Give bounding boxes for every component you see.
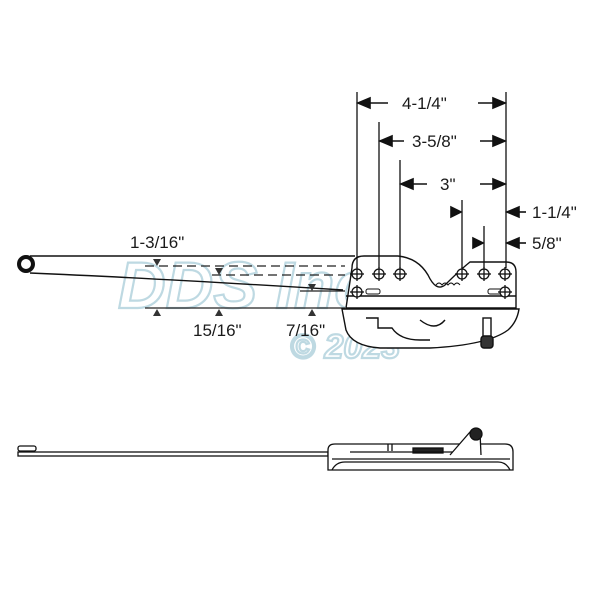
mounting-hole-icon (350, 285, 364, 299)
mounting-hole-icon (498, 285, 512, 299)
dim-label-3-5-8: 3-5/8" (412, 132, 457, 151)
mounting-hole-icon (455, 267, 469, 281)
mounting-hole-icon (372, 267, 386, 281)
mounting-hole-icon (350, 267, 364, 281)
arm-ring-icon (17, 255, 35, 273)
dim-label-7-16: 7/16" (286, 321, 325, 340)
mounting-hole-icon (393, 267, 407, 281)
dim-label-15-16: 15/16" (193, 321, 242, 340)
side-view (17, 427, 514, 471)
mounting-hole-icon (498, 267, 512, 281)
dim-label-4-1-4: 4-1/4" (402, 94, 447, 113)
offset-reference-lines (145, 265, 345, 309)
dim-label-3: 3" (440, 175, 456, 194)
mounting-holes (350, 267, 512, 299)
dimension-extension-lines (356, 92, 507, 268)
mounting-hole-icon (477, 267, 491, 281)
dimension-arrows (355, 96, 526, 250)
crank-knob-icon (469, 427, 483, 441)
dim-label-1-3-16: 1-3/16" (130, 233, 184, 252)
top-view-arm (17, 255, 355, 291)
dim-label-5-8: 5/8" (532, 234, 562, 253)
dim-label-1-1-4: 1-1/4" (532, 203, 577, 222)
top-view-body (341, 255, 520, 349)
offset-arrowheads (153, 259, 316, 316)
